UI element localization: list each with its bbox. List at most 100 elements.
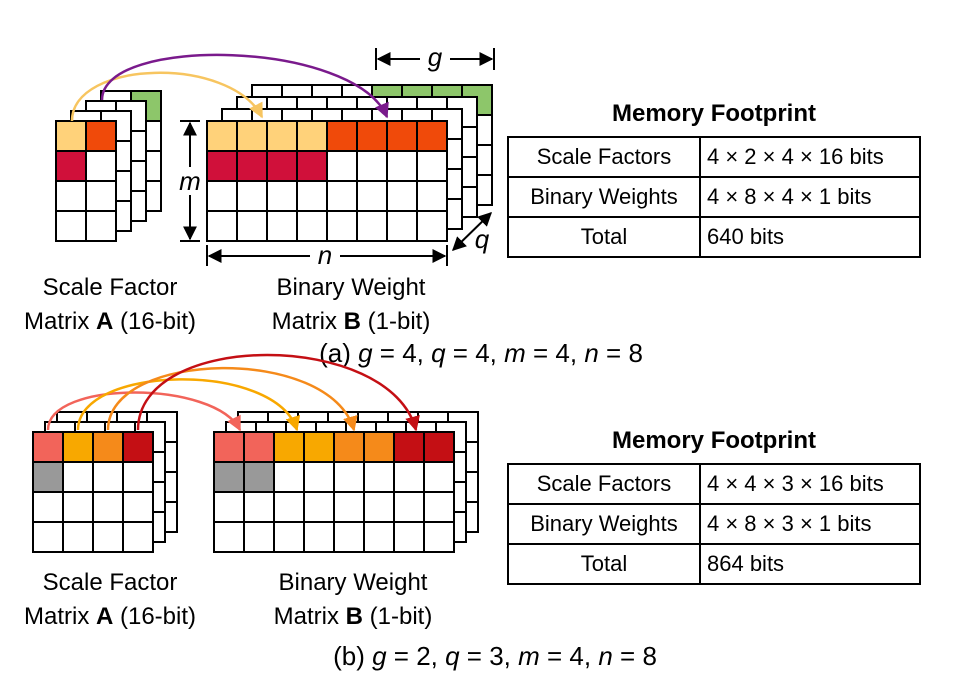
- scale-factor-label-b-line2: Matrix A (16-bit): [24, 603, 196, 630]
- table-row: Scale Factors 4 × 4 × 3 × 16 bits: [507, 463, 921, 505]
- scale-factor-matrix-a-stack-b: [32, 411, 178, 553]
- matrix-cell: [266, 210, 298, 242]
- matrix-cell: [386, 210, 418, 242]
- table-row: Binary Weights 4 × 8 × 3 × 1 bits: [507, 503, 921, 545]
- matrix-cell: [92, 431, 124, 463]
- matrix-cell: [273, 491, 305, 523]
- row-value: 4 × 8 × 4 × 1 bits: [699, 176, 921, 218]
- matrix-cell: [393, 431, 425, 463]
- scale-factor-label-line1: Scale Factor: [43, 274, 178, 301]
- arrow-scale-to-group-1: [70, 71, 264, 122]
- matrix-cell: [423, 521, 455, 553]
- memory-footprint-title-a: Memory Footprint: [612, 100, 816, 127]
- matrix-cell: [122, 431, 154, 463]
- matrix-cell: [393, 491, 425, 523]
- memory-footprint-table-a: Scale Factors 4 × 2 × 4 × 16 bits Binary…: [507, 136, 921, 258]
- matrix-cell: [393, 521, 425, 553]
- matrix-cell: [236, 120, 268, 152]
- arrow-b-4: [136, 353, 420, 432]
- binary-weight-label-b-line2: Matrix B (1-bit): [274, 603, 433, 630]
- matrix-cell: [206, 120, 238, 152]
- matrix-cell: [213, 521, 245, 553]
- panel-a: g m n q Scale Factor Matrix A (16-bit) B…: [24, 42, 643, 368]
- matrix-cell: [243, 521, 275, 553]
- matrix-cell: [386, 180, 418, 212]
- binary-weight-matrix-b-stack: [206, 84, 493, 242]
- q-dimension-arrow: [451, 212, 493, 251]
- matrix-cell: [266, 120, 298, 152]
- matrix-cell: [416, 120, 448, 152]
- matrix-cell: [206, 210, 238, 242]
- binary-weight-label-line1: Binary Weight: [277, 274, 426, 301]
- matrix-cell: [236, 150, 268, 182]
- matrix-cell: [62, 491, 94, 523]
- binary-weight-label-line2: Matrix B (1-bit): [272, 308, 431, 335]
- panel-b: Scale Factor Matrix A (16-bit) Binary We…: [24, 353, 657, 671]
- q-label: q: [475, 224, 490, 254]
- matrix-cell: [333, 431, 365, 463]
- matrix-cell: [85, 210, 117, 242]
- matrix-cell: [393, 461, 425, 493]
- matrix-cell: [386, 120, 418, 152]
- matrix-cell: [92, 491, 124, 523]
- caption-a: (a) g = 4, q = 4, m = 4, n = 8: [319, 338, 643, 368]
- matrix-cell: [62, 521, 94, 553]
- matrix-cell: [92, 521, 124, 553]
- row-key: Scale Factors: [507, 136, 701, 178]
- matrix-cell: [55, 210, 87, 242]
- row-value: 640 bits: [699, 216, 921, 258]
- row-value: 864 bits: [699, 543, 921, 585]
- matrix-cell: [243, 461, 275, 493]
- matrix-cell: [62, 431, 94, 463]
- matrix-cell: [32, 431, 64, 463]
- binary-weight-matrix-b-stack-b: [213, 411, 479, 553]
- g-label: g: [428, 42, 443, 72]
- table-row: Binary Weights 4 × 8 × 4 × 1 bits: [507, 176, 921, 218]
- arrow-b-2: [76, 378, 301, 432]
- matrix-cell: [32, 461, 64, 493]
- matrix-cell: [85, 150, 117, 182]
- matrix-cell: [386, 150, 418, 182]
- matrix-cell: [92, 461, 124, 493]
- matrix-cell: [296, 180, 328, 212]
- matrix-cell: [363, 461, 395, 493]
- matrix-cell: [55, 120, 87, 152]
- row-value: 4 × 8 × 3 × 1 bits: [699, 503, 921, 545]
- matrix-cell: [266, 180, 298, 212]
- table-row: Scale Factors 4 × 2 × 4 × 16 bits: [507, 136, 921, 178]
- matrix-cell: [206, 180, 238, 212]
- matrix-cell: [55, 180, 87, 212]
- matrix-cell: [32, 491, 64, 523]
- table-row: Total 640 bits: [507, 216, 921, 258]
- matrix-cell: [356, 150, 388, 182]
- scale-factor-label-b-line1: Scale Factor: [43, 569, 178, 596]
- matrix-cell: [122, 461, 154, 493]
- matrix-cell: [423, 491, 455, 523]
- scale-factor-matrix-a-stack: [55, 90, 162, 242]
- matrix-cell: [273, 431, 305, 463]
- matrix-cell: [423, 431, 455, 463]
- arrow-b-3: [106, 366, 358, 432]
- matrix-cell: [423, 461, 455, 493]
- matrix-cell: [326, 120, 358, 152]
- matrix-cell: [333, 491, 365, 523]
- matrix-cell: [266, 150, 298, 182]
- matrix-cell: [303, 461, 335, 493]
- matrix-cell: [363, 521, 395, 553]
- matrix-cell: [356, 180, 388, 212]
- matrix-cell: [416, 210, 448, 242]
- matrix-cell: [303, 431, 335, 463]
- caption-b: (b) g = 2, q = 3, m = 4, n = 8: [333, 641, 657, 671]
- matrix-cell: [122, 491, 154, 523]
- memory-footprint-table-b: Scale Factors 4 × 4 × 3 × 16 bits Binary…: [507, 463, 921, 585]
- table-row: Total 864 bits: [507, 543, 921, 585]
- row-value: 4 × 2 × 4 × 16 bits: [699, 136, 921, 178]
- memory-footprint-title-b: Memory Footprint: [612, 427, 816, 454]
- matrix-cell: [55, 150, 87, 182]
- matrix-cell: [356, 120, 388, 152]
- scale-factor-label-line2: Matrix A (16-bit): [24, 308, 196, 335]
- matrix-cell: [416, 150, 448, 182]
- matrix-cell: [303, 521, 335, 553]
- matrix-cell: [296, 120, 328, 152]
- matrix-cell: [296, 150, 328, 182]
